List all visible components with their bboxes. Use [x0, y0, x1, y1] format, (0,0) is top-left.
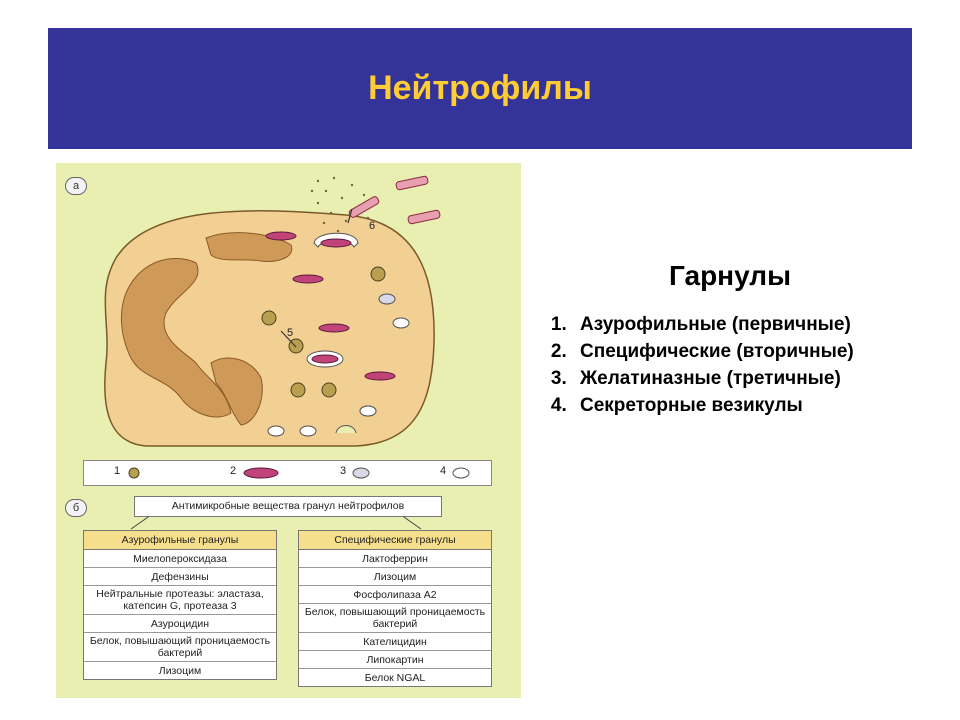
secretion-dots: [310, 176, 370, 233]
granules-list: Азурофильные (первичные) Специфические (…: [530, 314, 930, 417]
nucleus-lobe: [210, 357, 263, 426]
table-row: Азуроцидин: [84, 615, 276, 633]
granule-legend: 1 2 3 4: [83, 460, 492, 486]
panel-a-label: а: [65, 177, 87, 195]
callout-5: 5: [287, 327, 293, 339]
specific-granules: [265, 231, 396, 381]
list-item: Секреторные везикулы: [572, 395, 930, 417]
exocytosis-pit: [335, 425, 357, 434]
connector-right: [400, 514, 422, 530]
nucleus-lobe: [121, 257, 232, 418]
table-row: Лактоферрин: [299, 550, 491, 568]
panel-b-label: б: [65, 499, 87, 517]
specific-table: Специфические гранулы Лактоферрин Лизоци…: [298, 530, 492, 687]
table-row: Фосфолипаза А2: [299, 586, 491, 604]
specific-header: Специфические гранулы: [299, 531, 491, 550]
table-row: Белок, повышающий проницаемость бактерий: [84, 633, 276, 662]
azurophil-header: Азурофильные гранулы: [84, 531, 276, 550]
list-item: Желатиназные (третичные): [572, 368, 930, 390]
table-row: Лизоцим: [299, 568, 491, 586]
legend-gelatinase-icon: [352, 467, 370, 479]
legend-num-3: 3: [340, 465, 347, 477]
table-row: Миелопероксидаза: [84, 550, 276, 568]
callout-6: 6: [369, 220, 375, 232]
azurophil-table: Азурофильные гранулы Миелопероксидаза Де…: [83, 530, 277, 680]
release-arrow: [347, 208, 353, 224]
list-item: Азурофильные (первичные): [572, 314, 930, 336]
granules-section: Гарнулы Азурофильные (первичные) Специфи…: [530, 260, 930, 422]
secretory-vesicles: [267, 317, 410, 437]
table-row: Дефензины: [84, 568, 276, 586]
table-row: Нейтральные протеазы: эластаза, катепсин…: [84, 586, 276, 615]
table-row: Кателицидин: [299, 633, 491, 651]
legend-vesicle-icon: [452, 467, 470, 479]
phagocytosis-arrow: [280, 330, 297, 348]
antimicrobial-header: Антимикробные вещества гранул нейтрофило…: [134, 496, 442, 517]
title-bar: Нейтрофилы: [48, 28, 912, 149]
azurophil-granules: [261, 266, 386, 398]
table-row: Липокартин: [299, 651, 491, 669]
phagosome-content: [311, 354, 339, 364]
bacteria: [348, 175, 441, 225]
connector-left: [130, 514, 152, 530]
legend-num-4: 4: [440, 465, 447, 477]
slide-title: Нейтрофилы: [368, 69, 592, 107]
table-row: Лизоцим: [158, 664, 202, 677]
list-item: Специфические (вторичные): [572, 341, 930, 363]
granules-heading: Гарнулы: [669, 260, 791, 291]
nucleus-lobe: [205, 232, 293, 262]
neutrophil-figure: 5 6 а б 1 2 3 4 Антимикробные вещества г…: [56, 163, 521, 698]
table-row: Белок, повышающий проницаемость бактерий: [299, 604, 491, 633]
legend-num-2: 2: [230, 465, 237, 477]
cell-illustration: 5 6: [104, 175, 441, 530]
legend-specific-icon: [243, 467, 279, 479]
table-row: Белок NGAL: [364, 671, 426, 684]
legend-azurophil-icon: [128, 467, 140, 479]
legend-num-1: 1: [114, 465, 121, 477]
